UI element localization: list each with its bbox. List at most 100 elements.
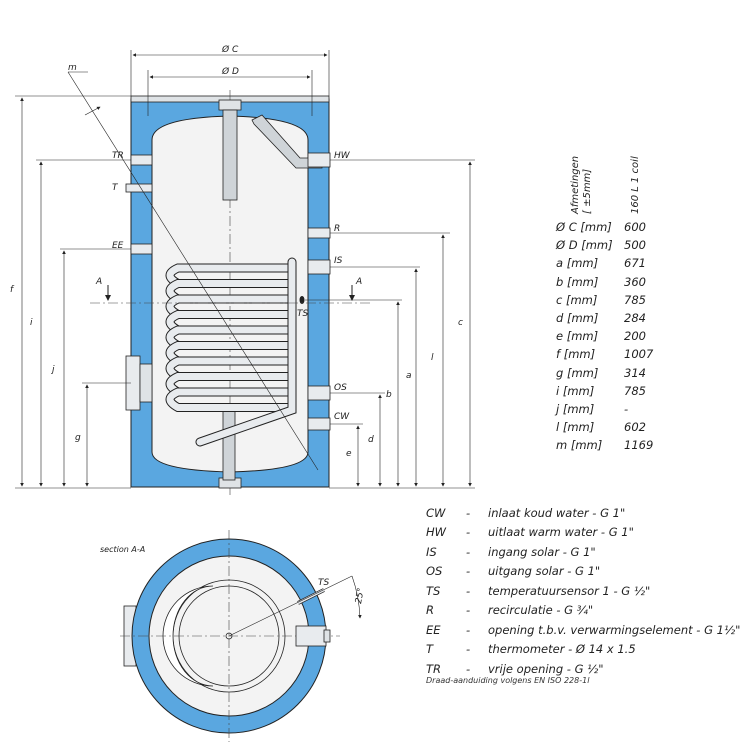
left-connections	[125, 154, 153, 411]
dimension-row: m [mm]1169	[556, 436, 716, 454]
legend-dash: -	[466, 525, 471, 540]
svg-text:c: c	[458, 318, 463, 328]
legend-code: HW	[426, 525, 447, 540]
top-dip-tube	[218, 99, 242, 201]
legend-desc: temperatuursensor 1 - G ½"	[488, 583, 651, 598]
svg-text:e: e	[346, 449, 352, 459]
dimension-value: 500	[624, 238, 646, 253]
legend-dash: -	[466, 544, 471, 559]
dimension-row: a [mm]671	[556, 254, 716, 272]
dimension-value: 1007	[624, 347, 654, 362]
svg-text:i: i	[30, 318, 33, 328]
svg-text:Ø C: Ø C	[221, 44, 239, 55]
dimension-row: i [mm] 785	[556, 382, 716, 400]
svg-text:TR: TR	[112, 151, 124, 161]
svg-text:b: b	[386, 390, 392, 400]
m-diagonal	[67, 71, 319, 471]
svg-text:section A-A: section A-A	[100, 545, 145, 554]
legend-code: IS	[426, 544, 437, 559]
label-m: m	[68, 63, 77, 73]
dimension-value: 284	[624, 311, 646, 326]
connections-legend: CW - inlaat koud water - G 1" HW - uitlaat wa…	[426, 503, 746, 679]
dimension-key: b [mm]	[556, 274, 599, 289]
legend-dash: -	[466, 661, 471, 676]
right-dims: c l a b d e	[305, 159, 475, 489]
dimension-key: d [mm]	[556, 311, 599, 326]
section-a-left: A	[95, 277, 102, 287]
legend-desc: vrije opening - G ½"	[488, 661, 604, 676]
svg-text:Ø D: Ø D	[221, 66, 239, 77]
dimension-row: Ø C [mm] 600	[556, 218, 716, 236]
legend-dash: -	[466, 603, 471, 618]
legend-desc: thermometer - Ø 14 x 1.5	[488, 642, 636, 657]
legend-code: OS	[426, 564, 443, 579]
dimensions-table-header: Afmetingen [ ±5mm] 160 L 1 coil	[556, 148, 716, 218]
svg-text:25°: 25°	[354, 587, 367, 604]
svg-text:R: R	[334, 224, 340, 234]
legend-dash: -	[466, 583, 471, 598]
svg-text:HW: HW	[334, 151, 351, 161]
legend-code: TR	[426, 661, 442, 676]
dimension-value: -	[624, 401, 629, 416]
legend-dash: -	[466, 505, 471, 520]
dimension-value: 671	[624, 256, 646, 271]
dimension-value: 200	[624, 329, 646, 344]
dimension-row: f [mm] 1007	[556, 345, 716, 363]
dimension-key: j [mm]	[556, 401, 595, 416]
section-a-right: A	[355, 277, 362, 287]
header-tolerance: [ ±5mm]	[582, 168, 593, 214]
dimension-row: j [mm] -	[556, 400, 716, 418]
cw-tube	[222, 409, 236, 481]
dimension-row: d [mm] 284	[556, 309, 716, 327]
dimension-value: 314	[624, 365, 646, 380]
dimension-value: 602	[624, 420, 646, 435]
dimension-key: l [mm]	[556, 420, 595, 435]
dimensions-table: Afmetingen [ ±5mm] 160 L 1 coil Ø C [mm]…	[556, 148, 716, 454]
svg-text:d: d	[368, 435, 374, 445]
svg-text:TS: TS	[318, 578, 329, 588]
legend-desc: ingang solar - G 1"	[488, 544, 596, 559]
dimension-row: l [mm] 602	[556, 418, 716, 436]
svg-text:j: j	[50, 365, 55, 375]
legend-item: IS - ingang solar - G 1"	[426, 542, 746, 562]
dimension-row: e [mm] 200	[556, 327, 716, 345]
dimension-value: 600	[624, 220, 646, 235]
legend-item: OS-uitgang solar - G 1"	[426, 562, 746, 582]
legend-item: T-thermometer - Ø 14 x 1.5	[426, 640, 746, 660]
svg-text:OS: OS	[334, 383, 347, 393]
dimension-key: i [mm]	[556, 383, 595, 398]
dimension-key: f [mm]	[556, 347, 596, 362]
dimension-key: Ø C [mm]	[556, 220, 612, 235]
dimension-value: 785	[624, 383, 646, 398]
dimension-value: 785	[624, 292, 646, 307]
right-connections	[307, 152, 331, 431]
legend-item: R-recirculatie - G ¾"	[426, 601, 746, 621]
legend-desc: inlaat koud water - G 1"	[488, 505, 626, 520]
header-dimensions: Afmetingen	[570, 155, 581, 214]
header-model: 160 L 1 coil	[630, 156, 641, 214]
legend-dash: -	[466, 564, 471, 579]
section-view: section A-A TS 25°	[100, 530, 367, 742]
dim-dia-d: Ø D	[147, 66, 313, 116]
svg-text:EE: EE	[112, 241, 124, 251]
dimension-row: b [mm]360	[556, 273, 716, 291]
dimension-row: c [mm]785	[556, 291, 716, 309]
legend-dash: -	[466, 622, 471, 637]
svg-text:l: l	[431, 353, 434, 363]
legend-code: CW	[426, 505, 446, 520]
thread-footnote: Draad-aanduiding volgens EN ISO 228-1l	[426, 676, 590, 685]
coil-turn	[166, 388, 292, 411]
dimension-key: Ø D [mm]	[556, 238, 613, 253]
legend-item: CW - inlaat koud water - G 1"	[426, 503, 746, 523]
svg-text:T: T	[112, 183, 119, 193]
legend-item: TS-temperatuursensor 1 - G ½"	[426, 581, 746, 601]
legend-desc: uitlaat warm water - G 1"	[488, 525, 634, 540]
svg-text:f: f	[10, 285, 15, 295]
dimension-row: g [mm]314	[556, 364, 716, 382]
legend-code: T	[426, 642, 434, 657]
legend-item: TR - vrije opening - G ½"	[426, 659, 746, 679]
dimension-key: e [mm]	[556, 329, 599, 344]
svg-text:a: a	[406, 371, 412, 381]
dimension-key: m [mm]	[556, 438, 603, 453]
